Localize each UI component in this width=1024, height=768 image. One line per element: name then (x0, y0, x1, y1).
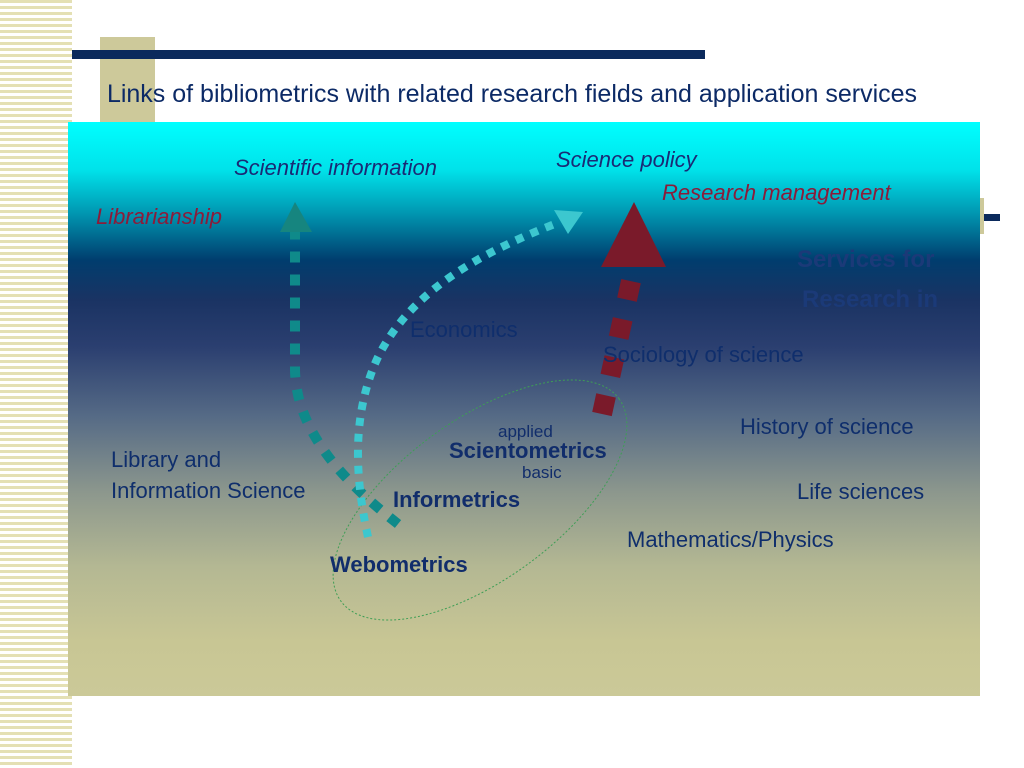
label-scientific-information: Scientific information (234, 155, 437, 180)
label-history-of-science: History of science (740, 414, 914, 439)
label-science-policy: Science policy (556, 147, 697, 172)
label-scientometrics: Scientometrics (449, 438, 607, 463)
label-librarianship: Librarianship (96, 204, 222, 229)
diagram-panel: Scientific information Science policy Re… (68, 122, 980, 696)
bibliometrics-scope-ellipse (332, 379, 628, 621)
label-mathematics-physics: Mathematics/Physics (627, 527, 834, 552)
label-webometrics: Webometrics (330, 552, 468, 577)
left-stripe-decoration (0, 0, 72, 768)
right-tab-line (984, 214, 1000, 221)
arrow-to-research-management (592, 269, 643, 417)
label-informetrics: Informetrics (393, 487, 521, 512)
arrow-head-research-management (601, 202, 666, 267)
label-information-science: Information Science (111, 478, 306, 503)
slide-title: Links of bibliometrics with related rese… (106, 80, 918, 108)
right-tab-decoration (978, 198, 984, 234)
top-rule-line (72, 50, 705, 59)
label-sociology-of-science: Sociology of science (603, 342, 804, 367)
label-economics: Economics (410, 317, 518, 342)
label-life-sciences: Life sciences (797, 479, 925, 504)
label-services-for: Services for (797, 246, 935, 273)
arrow-head-science-policy (554, 210, 583, 234)
label-applied: applied (498, 422, 553, 441)
arrow-to-science-policy (354, 218, 562, 538)
label-research-in: Research in (802, 286, 939, 313)
label-basic: basic (522, 463, 562, 482)
label-research-management: Research management (662, 180, 891, 205)
arrow-to-scientific-information (290, 227, 402, 528)
diagram-arrows (280, 202, 666, 621)
label-library-and: Library and (111, 447, 222, 472)
arrow-head-scientific-information (280, 202, 312, 232)
